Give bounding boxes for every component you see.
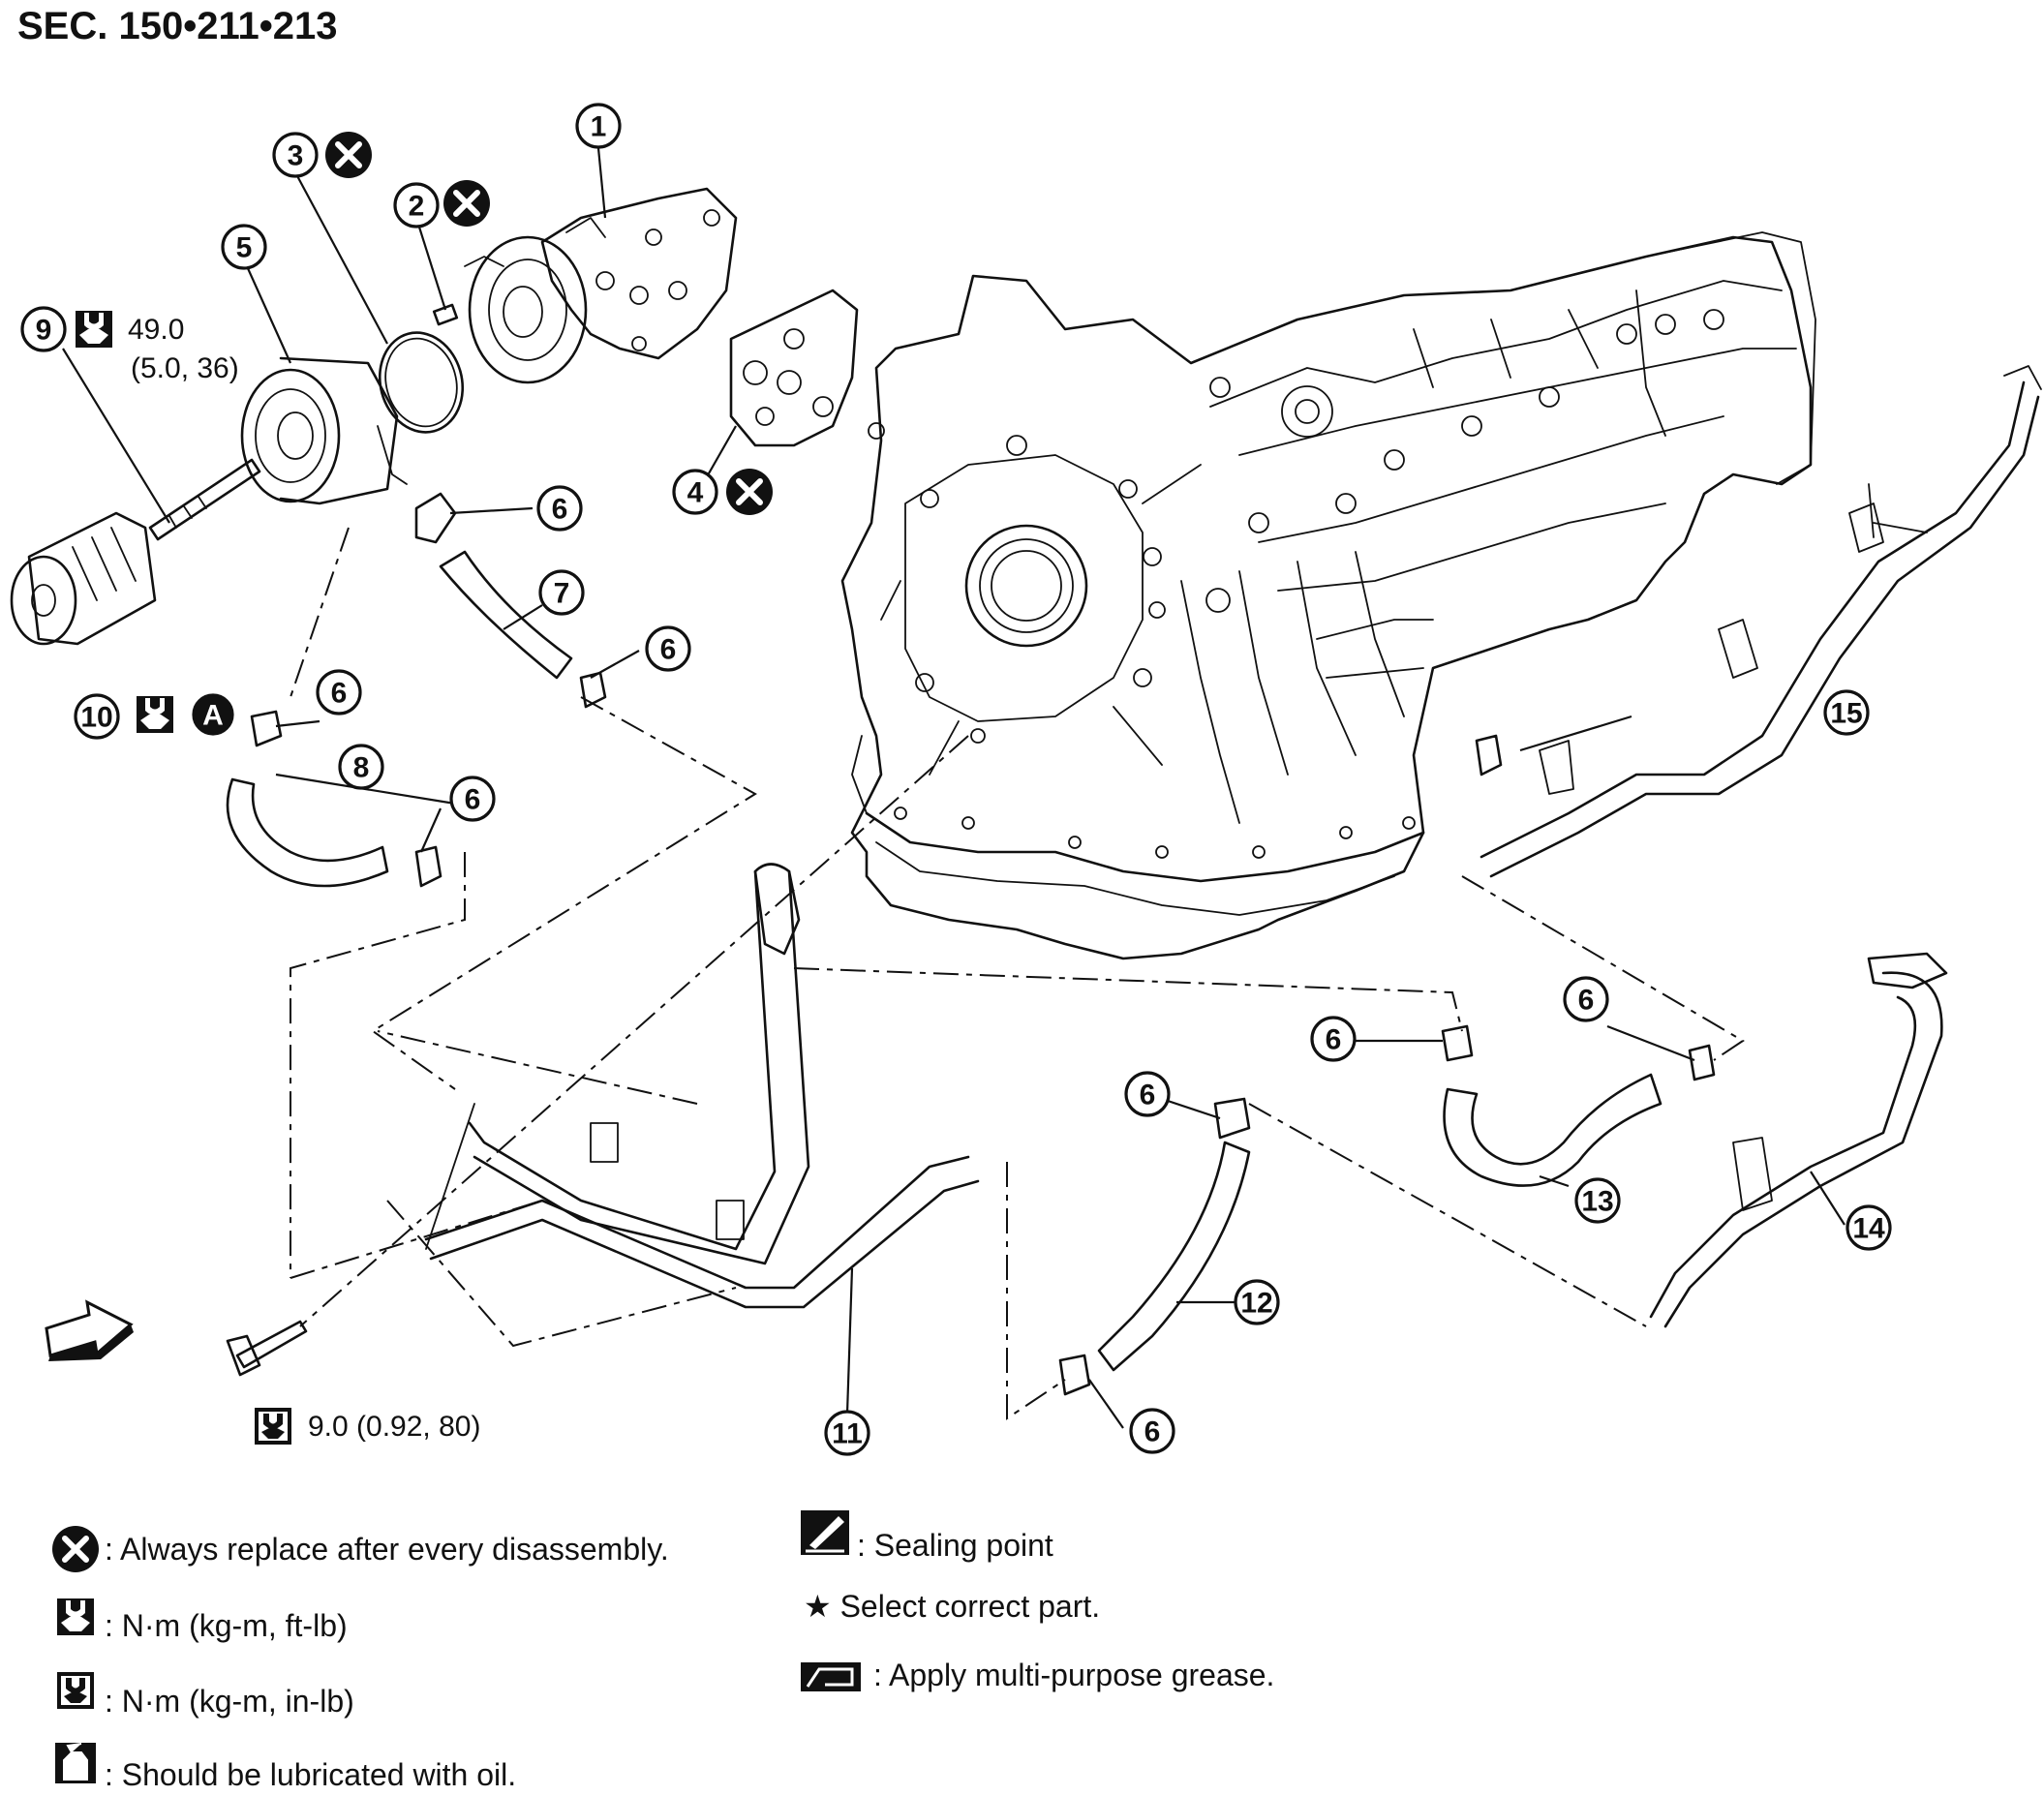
- svg-text:6: 6: [331, 678, 348, 710]
- callout-10: 10: [74, 693, 120, 740]
- callout-A: A: [192, 693, 234, 736]
- svg-text:6: 6: [1140, 1080, 1156, 1111]
- svg-text:1: 1: [591, 111, 607, 143]
- dowel-pin: [432, 303, 459, 326]
- svg-text:A: A: [202, 700, 224, 732]
- callout-6-g: 6: [1310, 1016, 1357, 1062]
- legend-sealing: : Sealing point: [857, 1528, 1053, 1563]
- x-circle-icon: [52, 1526, 99, 1572]
- legend-grease: : Apply multi-purpose grease.: [873, 1658, 1274, 1692]
- svg-text:5: 5: [236, 232, 253, 264]
- svg-text:7: 7: [554, 578, 570, 610]
- water-tube-11: [424, 863, 980, 1309]
- oil-cooler-housing: [464, 187, 738, 384]
- tube-bolt: [226, 1320, 308, 1377]
- x-circle-icon: [726, 469, 773, 515]
- callout-11: 11: [824, 1410, 870, 1456]
- torque-wrench-icon: [57, 1598, 94, 1635]
- svg-text:9: 9: [36, 315, 52, 347]
- water-hose-12: [1097, 1141, 1251, 1372]
- callout-15: 15: [1823, 689, 1870, 736]
- callout-6-h: 6: [1563, 976, 1609, 1022]
- tube-bolt-torque: 9.0 (0.92, 80): [308, 1411, 480, 1443]
- legend-nm-inlb: : N·m (kg-m, in-lb): [105, 1684, 354, 1719]
- x-circle-icon: [325, 132, 372, 178]
- front-arrow-icon: [45, 1299, 134, 1361]
- legend-nm-ftlb: : N·m (kg-m, ft-lb): [105, 1608, 348, 1643]
- section-number: SEC. 150•211•213: [17, 5, 338, 47]
- x-circle-icon: [443, 180, 490, 227]
- callout-6-f: 6: [1129, 1408, 1175, 1454]
- legend-replace: : Always replace after every disassembly…: [105, 1532, 669, 1567]
- callout-6-c: 6: [316, 669, 362, 715]
- sealant-tube-icon: [801, 1510, 849, 1555]
- callout-13: 13: [1574, 1177, 1621, 1224]
- assembly-guide-lines: [290, 527, 1745, 1420]
- svg-text:8: 8: [353, 752, 370, 784]
- water-tube-14: [1649, 952, 1948, 1328]
- water-hose-7: [439, 550, 573, 680]
- svg-text:6: 6: [552, 494, 568, 526]
- svg-text:3: 3: [288, 140, 304, 172]
- callout-6-d: 6: [449, 776, 496, 822]
- filter-bolt-torque-value: 49.0: [128, 314, 184, 346]
- svg-text:11: 11: [832, 1418, 863, 1450]
- callout-8: 8: [338, 744, 384, 790]
- svg-text:4: 4: [687, 477, 704, 509]
- callout-3: 3: [272, 132, 319, 178]
- oil-filter: [10, 511, 157, 646]
- svg-text:10: 10: [80, 702, 112, 734]
- svg-text:6: 6: [660, 634, 677, 666]
- water-hose-8: [226, 777, 389, 888]
- svg-text:6: 6: [1326, 1024, 1342, 1056]
- callout-2: 2: [393, 182, 440, 228]
- torque-wrench-icon: [76, 311, 112, 348]
- callout-6-e: 6: [1124, 1071, 1171, 1117]
- svg-text:2: 2: [409, 191, 425, 223]
- torque-wrench-filled-icon: [57, 1672, 94, 1709]
- oil-can-icon: [55, 1743, 96, 1783]
- connector-bolt: [148, 458, 261, 541]
- legend-lubricate: : Should be lubricated with oil.: [105, 1757, 516, 1792]
- svg-text:15: 15: [1830, 698, 1862, 730]
- callout-4: 4: [672, 469, 718, 515]
- callout-7: 7: [538, 569, 585, 616]
- callout-1: 1: [575, 103, 622, 149]
- svg-text:6: 6: [1578, 985, 1595, 1017]
- filter-bolt-torque-units: (5.0, 36): [131, 352, 239, 384]
- water-hose-13: [1443, 1073, 1663, 1187]
- callout-leaders: [62, 147, 1846, 1429]
- svg-text:6: 6: [1144, 1416, 1161, 1448]
- water-tube-15: [1480, 365, 2042, 878]
- svg-text:6: 6: [465, 784, 481, 816]
- legend-select: ★ Select correct part.: [804, 1589, 1100, 1624]
- callout-12: 12: [1234, 1279, 1280, 1325]
- legend: : Always replace after every disassembly…: [52, 1510, 1274, 1792]
- callout-6-a: 6: [536, 485, 583, 532]
- svg-text:13: 13: [1581, 1186, 1613, 1218]
- gasket: [729, 289, 859, 447]
- callout-14: 14: [1846, 1204, 1892, 1251]
- hose-clamps: [250, 492, 1716, 1396]
- torque-wrench-filled-icon: [255, 1408, 291, 1445]
- callout-9: 9: [20, 306, 67, 352]
- callout-6-b: 6: [645, 625, 691, 672]
- svg-text:14: 14: [1852, 1213, 1885, 1245]
- svg-text:12: 12: [1240, 1288, 1272, 1320]
- grease-gun-icon: [801, 1662, 861, 1691]
- o-ring: [378, 331, 465, 434]
- torque-wrench-icon: [137, 696, 173, 733]
- callout-5: 5: [221, 224, 267, 270]
- oil-cooler: [240, 356, 408, 505]
- engine-block: [840, 231, 1816, 960]
